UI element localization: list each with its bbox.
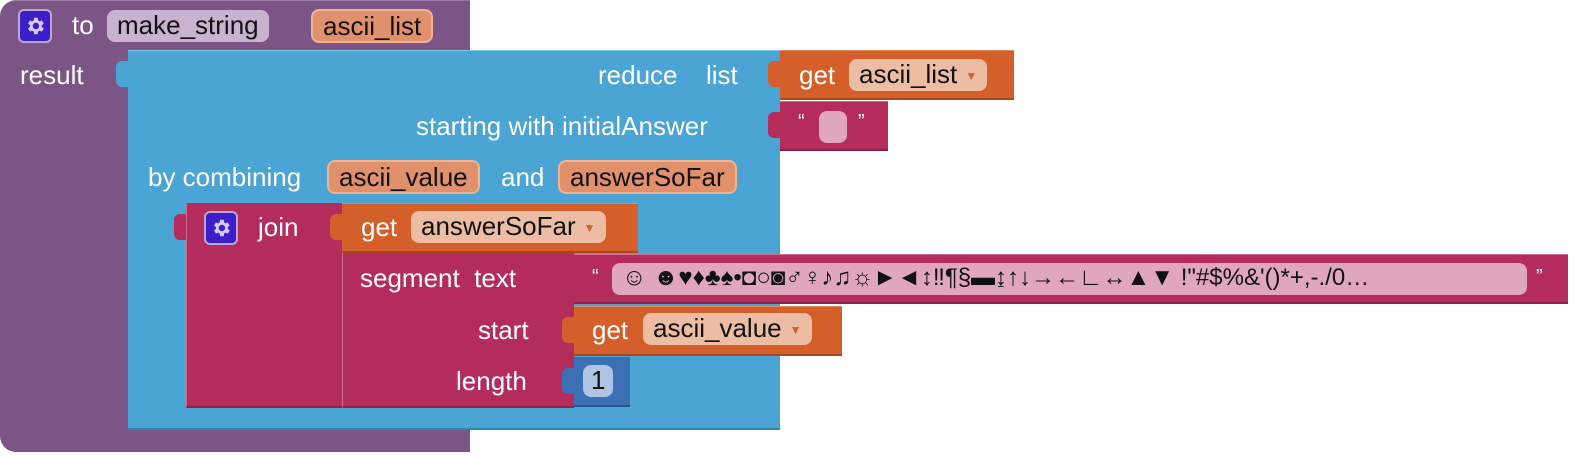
reduce-by-combining-label: by combining (148, 162, 302, 192)
dropdown-arrow-icon: ▼ (583, 221, 596, 236)
segment-text-label: segment text (360, 263, 517, 293)
segment-output-connector (330, 265, 342, 291)
join-label: join (258, 212, 299, 242)
variable-name: ascii_value (653, 313, 782, 343)
variable-name: answerSoFar (421, 211, 576, 241)
close-quote: ” (1536, 266, 1543, 288)
reduce-item-param[interactable]: ascii_value (327, 160, 480, 194)
variable-dropdown-ascii-list[interactable]: ascii_list ▼ (849, 59, 988, 91)
procedure-mutator-gear-icon[interactable] (18, 9, 52, 43)
text-connector (562, 265, 574, 291)
get-keyword: get (592, 315, 629, 345)
close-quote: ” (858, 111, 865, 133)
dropdown-arrow-icon: ▼ (789, 323, 802, 338)
get-keyword: get (799, 60, 836, 90)
join-output-connector (174, 214, 186, 240)
procedure-result-label: result (20, 60, 84, 90)
reduce-and-label: and (501, 162, 545, 192)
dropdown-arrow-icon: ▼ (965, 69, 978, 84)
length-number-field[interactable]: 1 (583, 365, 614, 397)
open-quote: “ (798, 111, 805, 133)
variable-dropdown-answer-so-far[interactable]: answerSoFar ▼ (411, 211, 606, 243)
get-keyword: get (361, 212, 398, 242)
text-connector (768, 112, 780, 138)
procedure-name-field[interactable]: make_string (107, 10, 269, 42)
initial-answer-field[interactable] (819, 111, 847, 143)
join-mutator-gear-icon[interactable] (204, 211, 238, 245)
get-connector (330, 214, 342, 240)
segment-length-label: length (456, 366, 527, 396)
reduce-answer-param[interactable]: answerSoFar (558, 160, 737, 194)
get-connector (562, 317, 574, 343)
reduce-list-label: list (706, 60, 738, 90)
procedure-keyword-to: to (72, 10, 94, 40)
reduce-output-connector (116, 61, 128, 87)
number-connector (562, 368, 574, 394)
procedure-param-ascii-list[interactable]: ascii_list (311, 9, 434, 43)
get-connector (768, 61, 780, 87)
variable-dropdown-ascii-value[interactable]: ascii_value ▼ (643, 313, 812, 345)
segment-start-label: start (478, 315, 529, 345)
reduce-starting-label: starting with initialAnswer (416, 111, 708, 141)
reduce-label: reduce (598, 60, 678, 90)
ascii-text-field[interactable]: ☺ ☻♥♦♣♠•◘○◙♂♀♪♫☼►◄↕‼¶§▬↨↑↓→←∟↔▲▼ !"#$%&'… (612, 263, 1527, 295)
variable-name: ascii_list (859, 59, 958, 89)
open-quote: “ (592, 266, 599, 288)
segment-block[interactable] (342, 253, 574, 408)
